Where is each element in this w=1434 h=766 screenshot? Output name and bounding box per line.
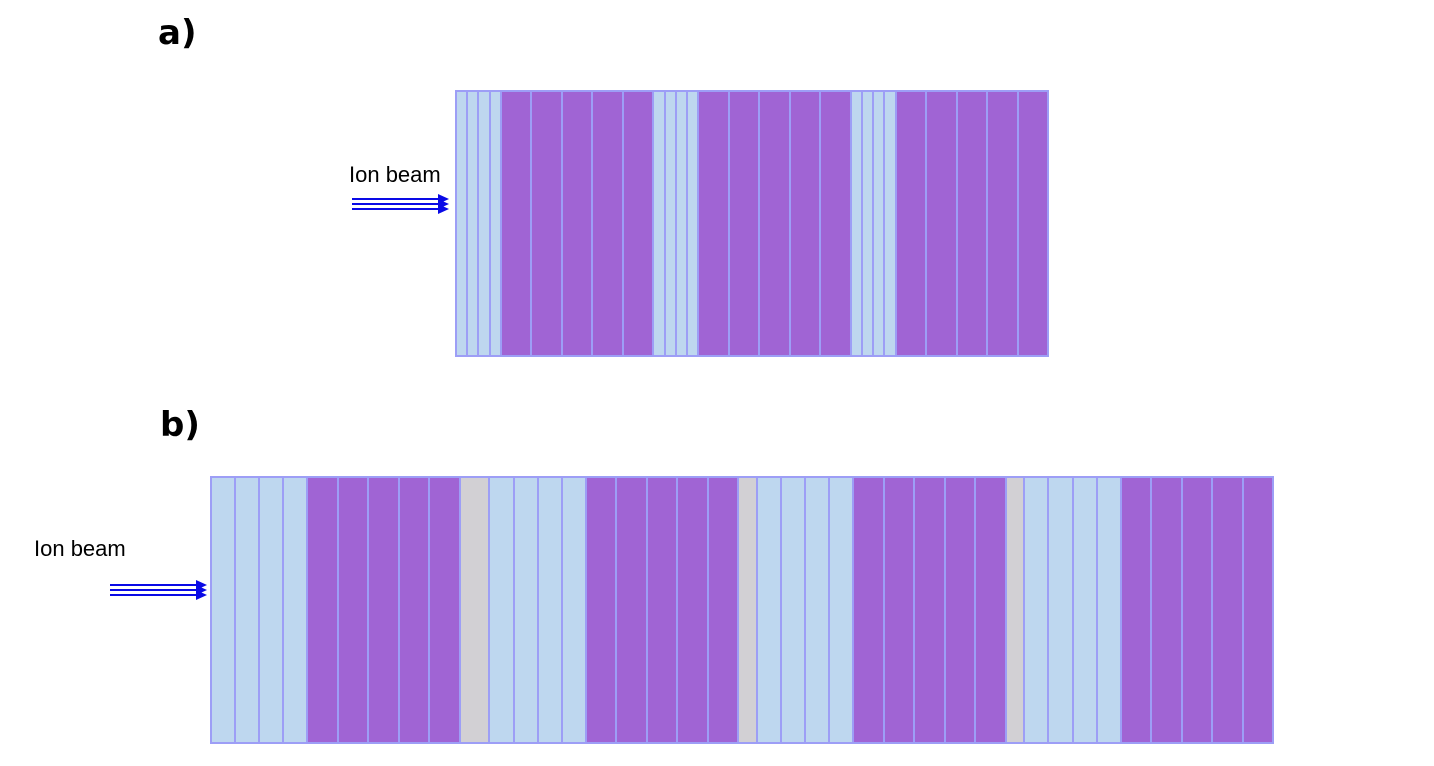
- layer-light: [282, 478, 307, 742]
- panel-label-a: a): [158, 13, 197, 53]
- layer-light: [234, 478, 259, 742]
- layer-purple: [621, 92, 653, 355]
- layer-stack-b: [210, 476, 1274, 744]
- layer-purple: [882, 478, 914, 742]
- ion-beam-label-b: Ion beam: [34, 536, 126, 561]
- layer-light: [512, 478, 537, 742]
- layer-purple: [530, 92, 561, 355]
- layer-light: [860, 92, 873, 355]
- layer-light: [488, 92, 500, 355]
- layer-purple: [819, 92, 850, 355]
- layer-stack-a: [455, 90, 1049, 357]
- layer-purple: [943, 478, 975, 742]
- layer-purple: [1211, 478, 1242, 742]
- layer-light: [258, 478, 283, 742]
- layer-purple: [645, 478, 677, 742]
- layer-light: [212, 478, 235, 742]
- layer-purple: [788, 92, 820, 355]
- layer-light: [686, 92, 698, 355]
- layer-light: [663, 92, 675, 355]
- layer-light: [828, 478, 853, 742]
- layer-gray: [1004, 478, 1024, 742]
- ion-beam-arrow-icon: [352, 194, 449, 214]
- layer-purple: [894, 92, 926, 355]
- layer-purple: [1016, 92, 1048, 355]
- layer-light: [872, 92, 884, 355]
- layer-light: [780, 478, 805, 742]
- layer-purple: [1180, 478, 1212, 742]
- layer-purple: [913, 478, 944, 742]
- layer-light: [1095, 478, 1120, 742]
- ion-beam-arrow-icon: [110, 580, 207, 600]
- layer-light: [466, 92, 478, 355]
- layer-purple: [397, 478, 429, 742]
- layer-light: [652, 92, 664, 355]
- layer-purple: [727, 92, 759, 355]
- layer-light: [477, 92, 489, 355]
- layer-purple: [560, 92, 592, 355]
- layer-light: [755, 478, 780, 742]
- layer-purple: [499, 92, 531, 355]
- layer-light: [536, 478, 561, 742]
- layer-purple: [615, 478, 646, 742]
- layer-purple: [428, 478, 459, 742]
- layer-purple: [706, 478, 738, 742]
- layer-purple: [697, 92, 728, 355]
- layer-purple: [852, 478, 883, 742]
- layer-purple: [758, 92, 789, 355]
- layer-light: [674, 92, 686, 355]
- layer-light: [1023, 478, 1048, 742]
- layer-light: [883, 92, 895, 355]
- ion-beam-label-a: Ion beam: [349, 162, 441, 187]
- layer-purple: [1150, 478, 1181, 742]
- layer-light: [1047, 478, 1072, 742]
- layer-purple: [336, 478, 368, 742]
- layer-purple: [925, 92, 956, 355]
- layer-light: [488, 478, 513, 742]
- layer-purple: [306, 478, 337, 742]
- panel-label-b: b): [160, 405, 200, 445]
- layer-purple: [367, 478, 398, 742]
- layer-purple: [1119, 478, 1151, 742]
- layer-light: [457, 92, 467, 355]
- layer-light: [1071, 478, 1096, 742]
- layer-purple: [591, 92, 622, 355]
- layer-gray: [737, 478, 756, 742]
- layer-light: [849, 92, 861, 355]
- layer-gray: [458, 478, 489, 742]
- layer-purple: [955, 92, 987, 355]
- layer-purple: [986, 92, 1017, 355]
- layer-purple: [1241, 478, 1273, 742]
- layer-purple: [974, 478, 1005, 742]
- layer-purple: [584, 478, 616, 742]
- layer-light: [804, 478, 829, 742]
- layer-purple: [676, 478, 707, 742]
- layer-light: [560, 478, 585, 742]
